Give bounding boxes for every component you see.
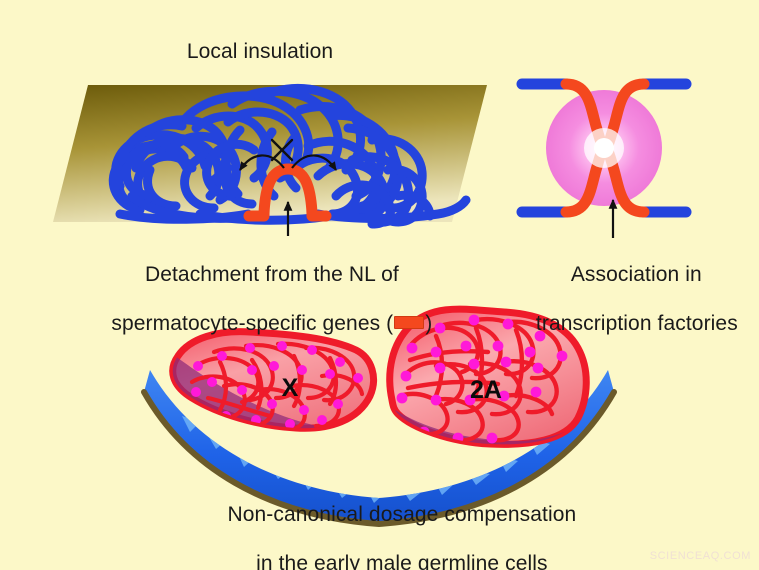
caption-detachment-line1: Detachment from the NL of — [144, 262, 399, 286]
fiber-lower-left-active — [560, 140, 610, 218]
territory-X-lamina-contact — [172, 352, 374, 429]
transcription-factory-sphere — [546, 90, 662, 206]
blocked-interaction-x-symbol — [270, 138, 294, 162]
caption-association-line2: transcription factories — [535, 312, 738, 336]
territory-2A-lamina-contact — [389, 404, 587, 445]
factory-core-glow — [584, 128, 624, 168]
watermark: SCIENCEAQ.COM — [649, 550, 751, 562]
chromatin-fiber-tangle — [108, 83, 471, 229]
chromosome-label-X: X — [282, 374, 299, 402]
caption-detachment-line2-suffix: ) — [425, 312, 433, 336]
caption-detachment: Detachment from the NL of spermatocyte-s… — [30, 238, 490, 362]
chromosome-label-2A: 2A — [470, 376, 502, 404]
caption-bottom-line1: Non-canonical dosage compensation — [227, 502, 577, 526]
page-title-local-insulation: Local insulation — [186, 40, 334, 63]
factory-core-glow-inner — [594, 138, 614, 158]
caption-association: Association in transcription factories — [500, 238, 750, 362]
detached-gene-loop — [243, 163, 332, 222]
nuclear-lamina-plane — [53, 85, 487, 222]
caption-detachment-line2-prefix: spermatocyte-specific genes ( — [111, 312, 394, 336]
top-left-illustration — [53, 83, 487, 236]
fiber-lower-right-active — [600, 140, 650, 218]
blocked-interaction-arrows — [239, 154, 337, 171]
fiber-upper-left-active — [560, 78, 610, 156]
caption-association-line1: Association in — [570, 262, 702, 286]
legend-swatch-spermatocyte-gene — [394, 316, 425, 330]
caption-dosage-compensation: Non-canonical dosage compensation in the… — [110, 478, 670, 570]
caption-bottom-line2: in the early male germline cells — [256, 552, 548, 570]
top-right-illustration — [516, 78, 692, 238]
fiber-upper-right-active — [600, 78, 650, 156]
